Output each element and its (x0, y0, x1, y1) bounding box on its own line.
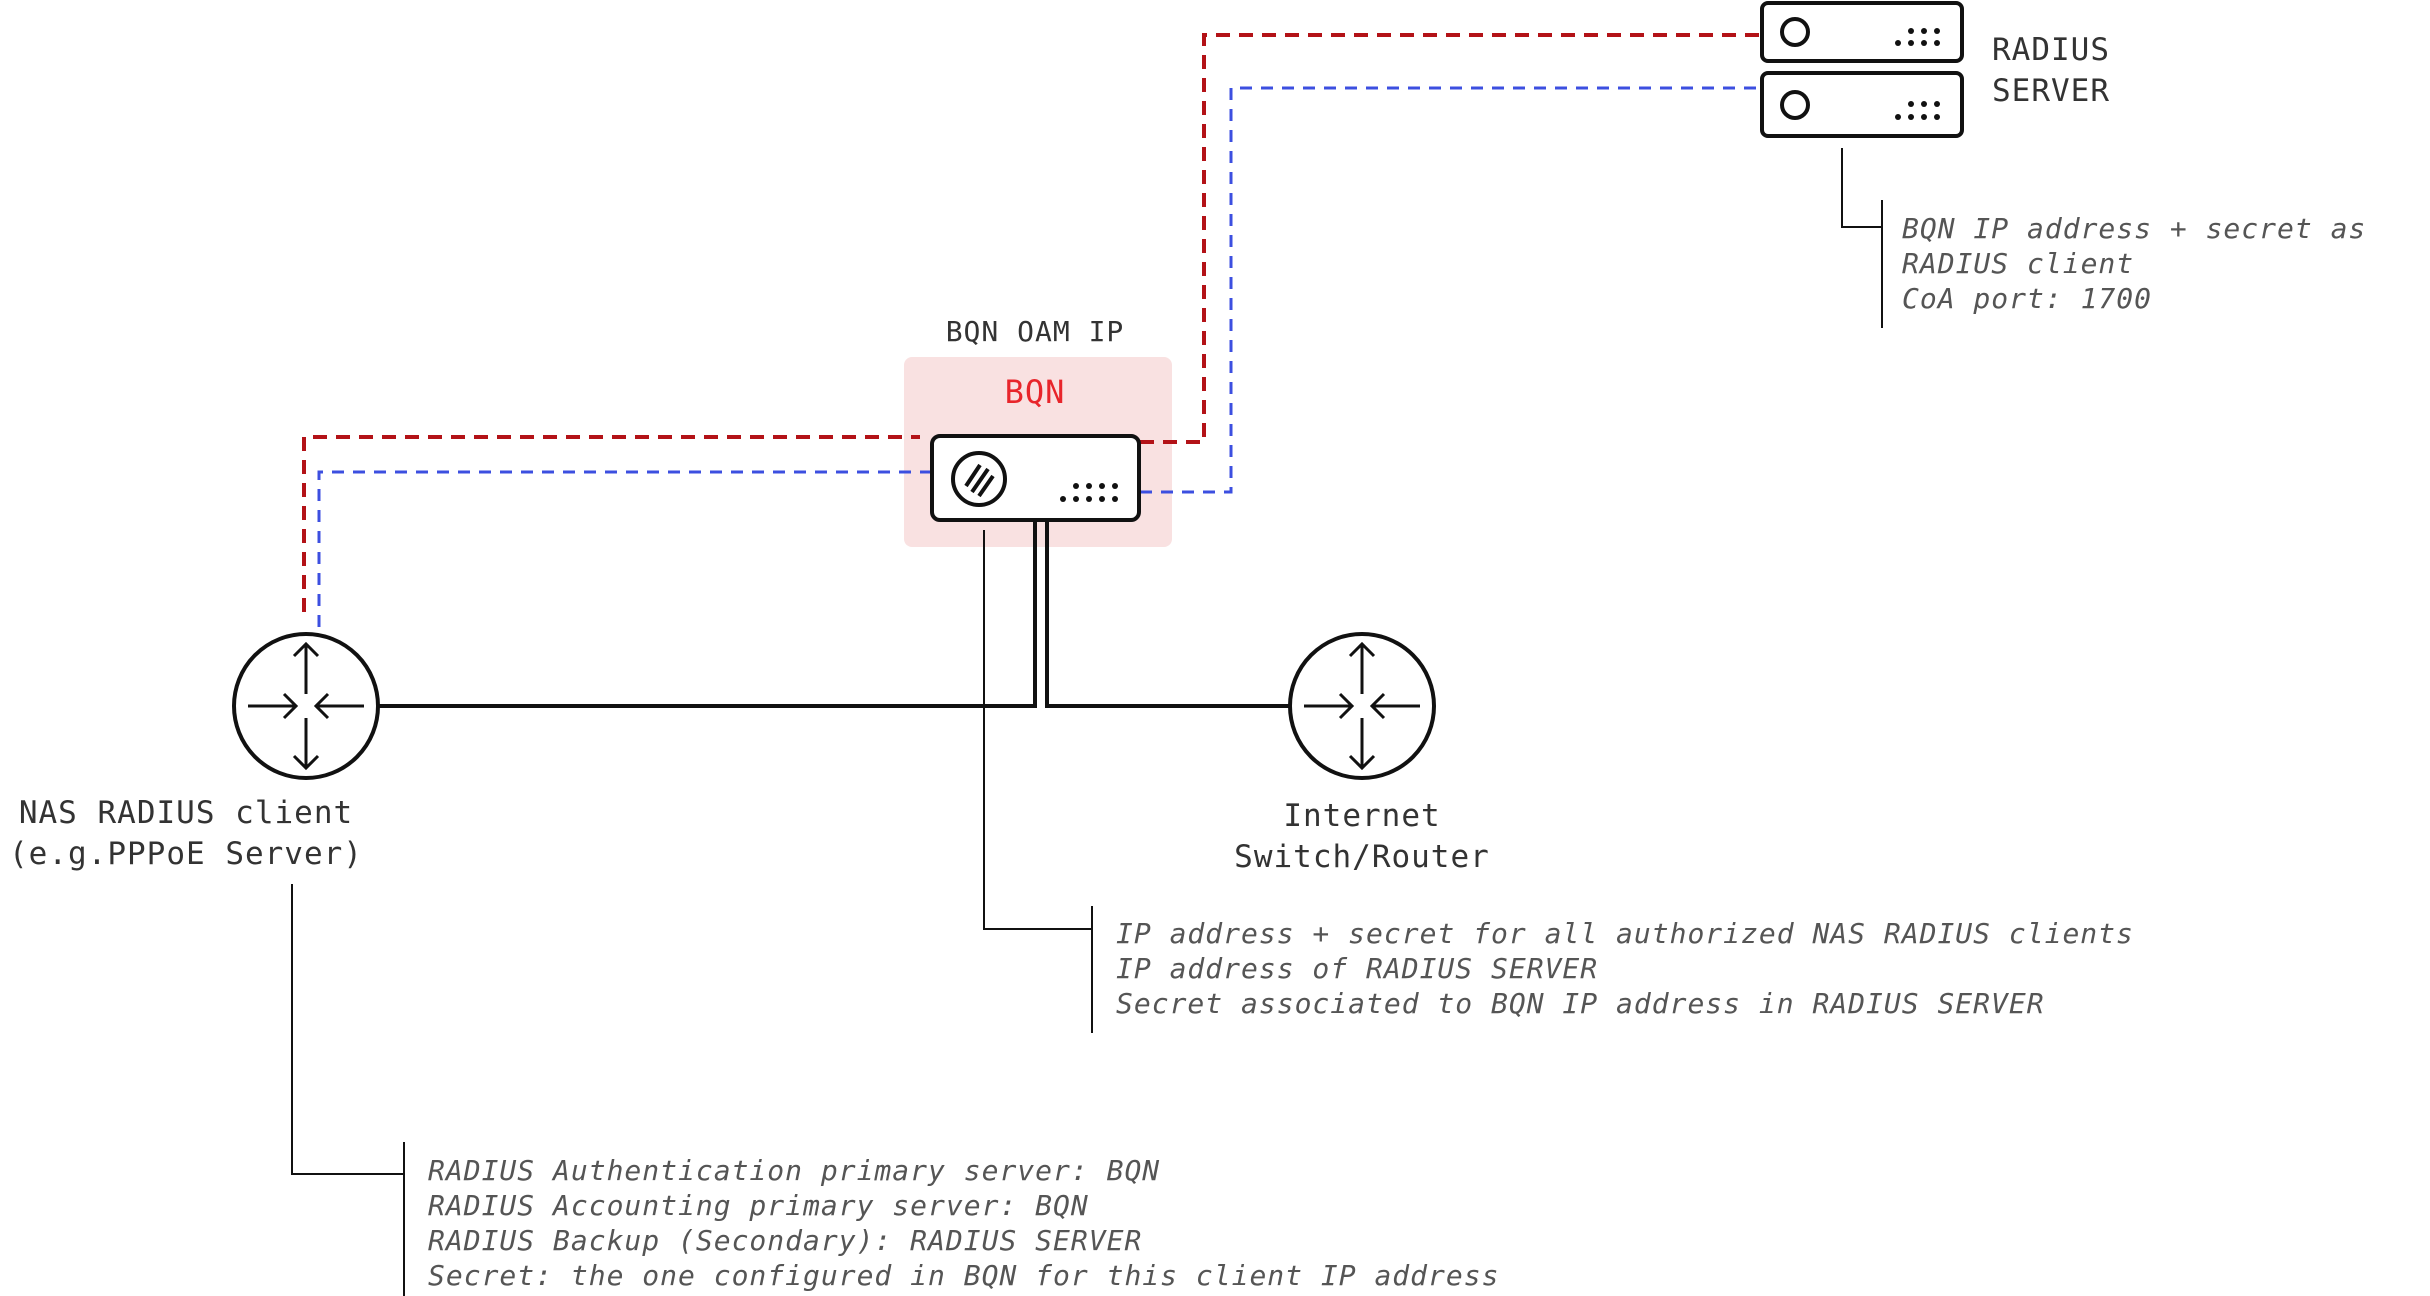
bqn-appliance-icon (930, 434, 1141, 522)
radius-note-3: CoA port: 1700 (1902, 282, 2152, 315)
bqn-title: BQN (1005, 373, 1066, 411)
nas-note-3: RADIUS Backup (Secondary): RADIUS SERVER (428, 1224, 1142, 1257)
red-dashed-link-bqn-radius (1140, 33, 1760, 444)
bqn-oam-label: BQN OAM IP (946, 315, 1125, 348)
red-dashed-link-nas-bqn (302, 435, 920, 612)
radius-server-label-line1: RADIUS (1992, 32, 2110, 68)
server-led-dots (1895, 28, 1940, 120)
radius-note-2: RADIUS client (1902, 247, 2134, 280)
callout-radius-server (1841, 148, 1882, 228)
blue-dashed-link-bqn-radius (1140, 86, 1760, 494)
server-icon (1760, 1, 1964, 138)
link-bqn-to-internet (1045, 520, 1290, 708)
radius-note-1: BQN IP address + secret as (1902, 212, 2366, 245)
radius-server-label-line2: SERVER (1992, 73, 2110, 109)
callout-nas (291, 884, 404, 1175)
nas-note-1: RADIUS Authentication primary server: BQ… (428, 1154, 1160, 1187)
nas-note-4: Secret: the one configured in BQN for th… (428, 1259, 1499, 1292)
nas-label-line2: (e.g.PPPoE Server) (9, 836, 363, 872)
internet-label-line1: Internet (1283, 798, 1440, 834)
internet-label-line2: Switch/Router (1234, 839, 1490, 875)
link-nas-to-bqn (378, 520, 1037, 708)
blue-dashed-link-nas-bqn (317, 470, 932, 627)
nas-label-line1: NAS RADIUS client (19, 795, 353, 831)
bqn-note-2: IP address of RADIUS SERVER (1116, 952, 1598, 985)
bqn-note-1: IP address + secret for all authorized N… (1116, 917, 2134, 950)
callout-bqn (983, 530, 1092, 930)
bqn-note-3: Secret associated to BQN IP address in R… (1116, 987, 2045, 1020)
nas-note-2: RADIUS Accounting primary server: BQN (428, 1189, 1089, 1222)
internet-router-icon (1288, 632, 1436, 780)
router-icon (232, 632, 380, 780)
